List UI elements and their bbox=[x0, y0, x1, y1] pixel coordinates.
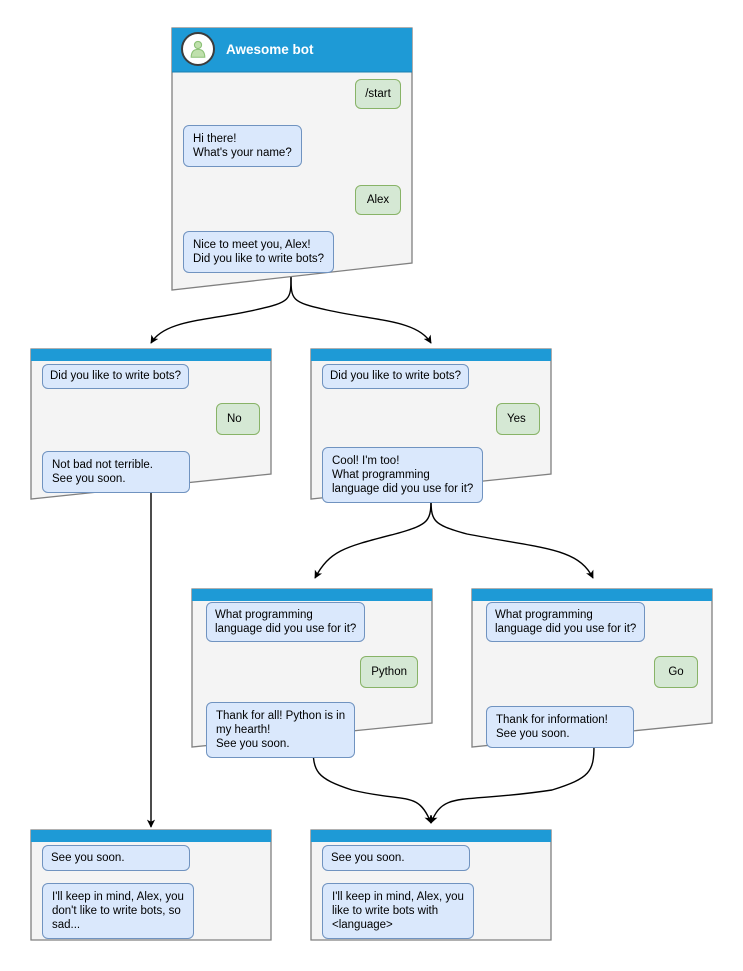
user-message-bubble[interactable]: Go bbox=[654, 656, 698, 688]
message-row: I'll keep in mind, Alex, you like to wri… bbox=[322, 883, 540, 939]
bot-message-bubble[interactable]: What programming language did you use fo… bbox=[206, 602, 366, 642]
user-message-bubble[interactable]: Alex bbox=[355, 185, 401, 215]
card-end-no[interactable]: See you soon. I'll keep in mind, Alex, y… bbox=[30, 829, 272, 941]
bot-message-bubble[interactable]: Thank for information! See you soon. bbox=[486, 706, 634, 748]
person-glyph bbox=[190, 40, 206, 58]
message-list-go-branch: What programming language did you use fo… bbox=[471, 602, 713, 748]
message-row: Not bad not terrible. See you soon. bbox=[42, 451, 260, 493]
message-row: Python bbox=[206, 656, 418, 688]
message-row: I'll keep in mind, Alex, you don't like … bbox=[42, 883, 260, 939]
bot-message-bubble[interactable]: Nice to meet you, Alex! Did you like to … bbox=[183, 231, 335, 273]
card-end-yes[interactable]: See you soon. I'll keep in mind, Alex, y… bbox=[310, 829, 552, 941]
message-row: Alex bbox=[183, 185, 401, 215]
message-row: Thank for all! Python is in my hearth! S… bbox=[206, 702, 418, 758]
message-row: Did you like to write bots? bbox=[42, 364, 260, 389]
bot-message-bubble[interactable]: Not bad not terrible. See you soon. bbox=[42, 451, 190, 493]
message-row: Go bbox=[486, 656, 698, 688]
edge-yes-to-python bbox=[314, 494, 432, 579]
person-avatar-icon bbox=[181, 32, 215, 66]
message-row: Cool! I'm too! What programming language… bbox=[322, 447, 540, 503]
card-yes-branch[interactable]: Did you like to write bots? Yes Cool! I'… bbox=[310, 348, 552, 503]
card-header-start: Awesome bot bbox=[171, 27, 413, 71]
bot-message-bubble[interactable]: I'll keep in mind, Alex, you like to wri… bbox=[322, 883, 474, 939]
user-message-bubble[interactable]: Yes bbox=[496, 403, 540, 435]
message-list-python-branch: What programming language did you use fo… bbox=[191, 602, 433, 758]
bot-message-bubble[interactable]: What programming language did you use fo… bbox=[486, 602, 646, 642]
message-list-end-no: See you soon. I'll keep in mind, Alex, y… bbox=[30, 845, 272, 939]
bot-message-bubble[interactable]: Hi there! What's your name? bbox=[183, 125, 302, 167]
message-row: See you soon. bbox=[322, 845, 540, 871]
bot-message-bubble[interactable]: See you soon. bbox=[42, 845, 190, 871]
card-title-start: Awesome bot bbox=[226, 41, 314, 57]
message-row: Yes bbox=[322, 403, 540, 435]
message-list-start: /start Hi there! What's your name? Alex … bbox=[171, 79, 413, 273]
message-list-yes-branch: Did you like to write bots? Yes Cool! I'… bbox=[310, 364, 552, 503]
message-row: What programming language did you use fo… bbox=[486, 602, 698, 642]
card-python-branch[interactable]: What programming language did you use fo… bbox=[191, 588, 433, 758]
bot-message-bubble[interactable]: Cool! I'm too! What programming language… bbox=[322, 447, 484, 503]
message-list-no-branch: Did you like to write bots? No Not bad n… bbox=[30, 364, 272, 493]
edge-yes-to-go bbox=[430, 494, 594, 579]
card-go-branch[interactable]: What programming language did you use fo… bbox=[471, 588, 713, 748]
message-row: No bbox=[42, 403, 260, 435]
message-row: Thank for information! See you soon. bbox=[486, 706, 698, 748]
bot-message-bubble[interactable]: Did you like to write bots? bbox=[322, 364, 470, 389]
message-row: What programming language did you use fo… bbox=[206, 602, 418, 642]
message-row: Did you like to write bots? bbox=[322, 364, 540, 389]
bot-message-bubble[interactable]: Did you like to write bots? bbox=[42, 364, 190, 389]
card-start[interactable]: Awesome bot /start Hi there! What's your… bbox=[171, 27, 413, 291]
bot-message-bubble[interactable]: Thank for all! Python is in my hearth! S… bbox=[206, 702, 356, 758]
bot-message-bubble[interactable]: See you soon. bbox=[322, 845, 470, 871]
message-row: Nice to meet you, Alex! Did you like to … bbox=[183, 231, 401, 273]
edge-go-to-end bbox=[429, 744, 595, 824]
user-message-bubble[interactable]: /start bbox=[355, 79, 401, 109]
card-no-branch[interactable]: Did you like to write bots? No Not bad n… bbox=[30, 348, 272, 500]
user-message-bubble[interactable]: Python bbox=[360, 656, 418, 688]
message-row: /start bbox=[183, 79, 401, 109]
message-row: Hi there! What's your name? bbox=[183, 125, 401, 167]
user-message-bubble[interactable]: No bbox=[216, 403, 260, 435]
message-list-end-yes: See you soon. I'll keep in mind, Alex, y… bbox=[310, 845, 552, 939]
message-row: See you soon. bbox=[42, 845, 260, 871]
bot-message-bubble[interactable]: I'll keep in mind, Alex, you don't like … bbox=[42, 883, 194, 939]
